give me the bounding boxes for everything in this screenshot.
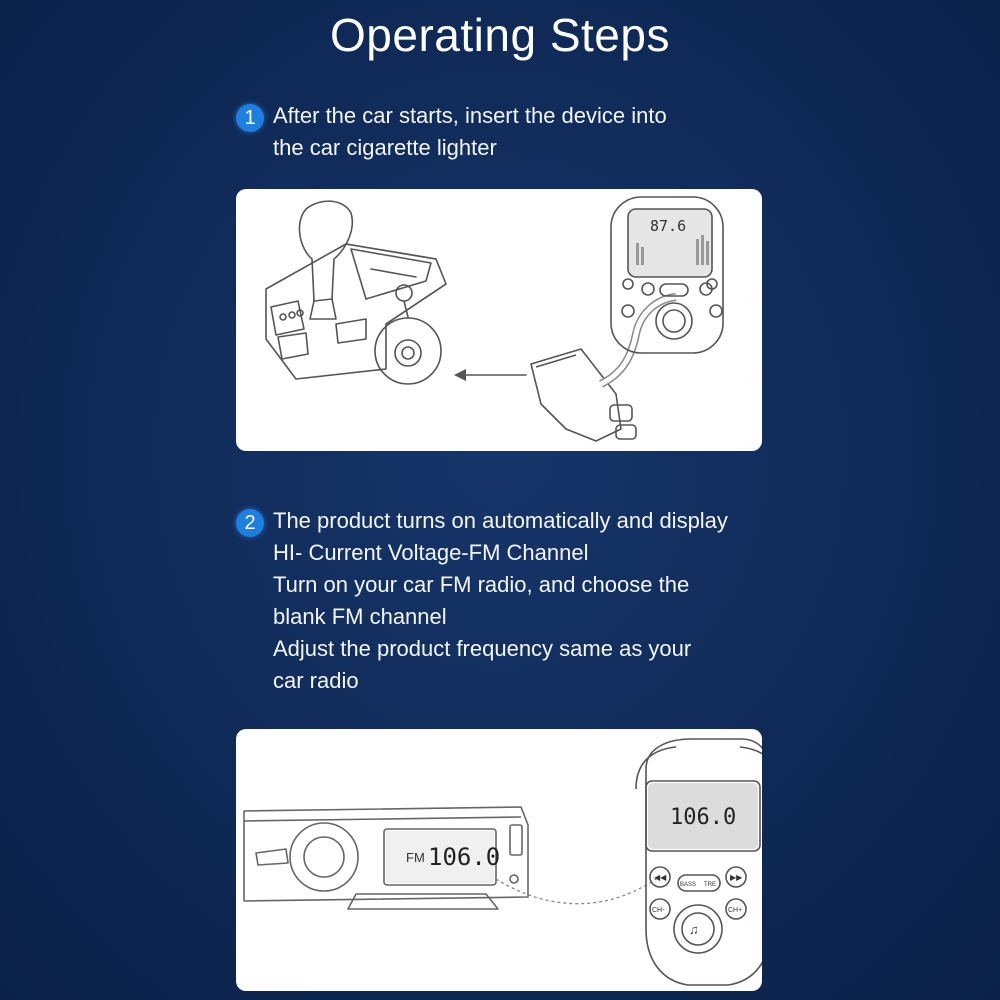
car-radio-unit xyxy=(243,806,529,902)
step-2: 2 The product turns on automatically and… xyxy=(236,505,796,697)
gear-knob xyxy=(298,200,353,302)
device-display-2: 106.0 xyxy=(670,805,736,830)
step-1-line-1: After the car starts, insert the device … xyxy=(273,103,667,128)
ch-minus-label: CH- xyxy=(652,907,665,914)
device-plug xyxy=(530,348,622,442)
step-2-line-3: Turn on your car FM radio, and choose th… xyxy=(273,572,690,597)
step-2-line-2: HI- Current Voltage-FM Channel xyxy=(273,540,589,565)
match-frequency-drawing: FM 106.0 106.0 ◀◀ ▶▶ BASS TRE CH- CH+ ♫ xyxy=(243,738,762,986)
step-1-line-2: the car cigarette lighter xyxy=(273,135,497,160)
step-2-badge: 2 xyxy=(236,509,264,537)
step-1-badge: 1 xyxy=(236,104,264,132)
illustration-insert-device: 87.6 xyxy=(236,189,762,451)
device-display-1: 87.6 xyxy=(650,217,686,235)
treble-label: TRE xyxy=(704,882,716,888)
step-2-line-4: blank FM channel xyxy=(273,604,447,629)
bass-label: BASS xyxy=(680,882,696,888)
connection-line xyxy=(495,878,657,905)
transmitter-knob xyxy=(673,904,723,954)
ch-plus-label: CH+ xyxy=(728,907,742,914)
step-1: 1 After the car starts, insert the devic… xyxy=(236,100,796,164)
device-head xyxy=(610,196,724,354)
radio-volume-knob xyxy=(289,822,359,892)
next-track-icon: ▶▶ xyxy=(730,873,743,882)
gooseneck xyxy=(599,293,677,388)
prev-track-icon: ◀◀ xyxy=(654,873,667,882)
illustration-match-frequency: FM 106.0 106.0 ◀◀ ▶▶ BASS TRE CH- CH+ ♫ xyxy=(236,729,762,991)
step-2-line-5: Adjust the product frequency same as you… xyxy=(273,636,692,661)
radio-frequency-display: 106.0 xyxy=(428,843,500,871)
device-knob xyxy=(655,302,693,340)
lighter-socket-zoom xyxy=(374,317,442,385)
transmitter-device xyxy=(645,738,762,986)
step-2-line-1: The product turns on automatically and d… xyxy=(273,508,728,533)
step-2-line-6: car radio xyxy=(273,668,359,693)
radio-band-label: FM xyxy=(406,850,425,865)
page-title: Operating Steps xyxy=(330,9,670,61)
bluetooth-music-icon: ♫ xyxy=(689,922,699,937)
insert-device-drawing: 87.6 xyxy=(265,196,724,442)
